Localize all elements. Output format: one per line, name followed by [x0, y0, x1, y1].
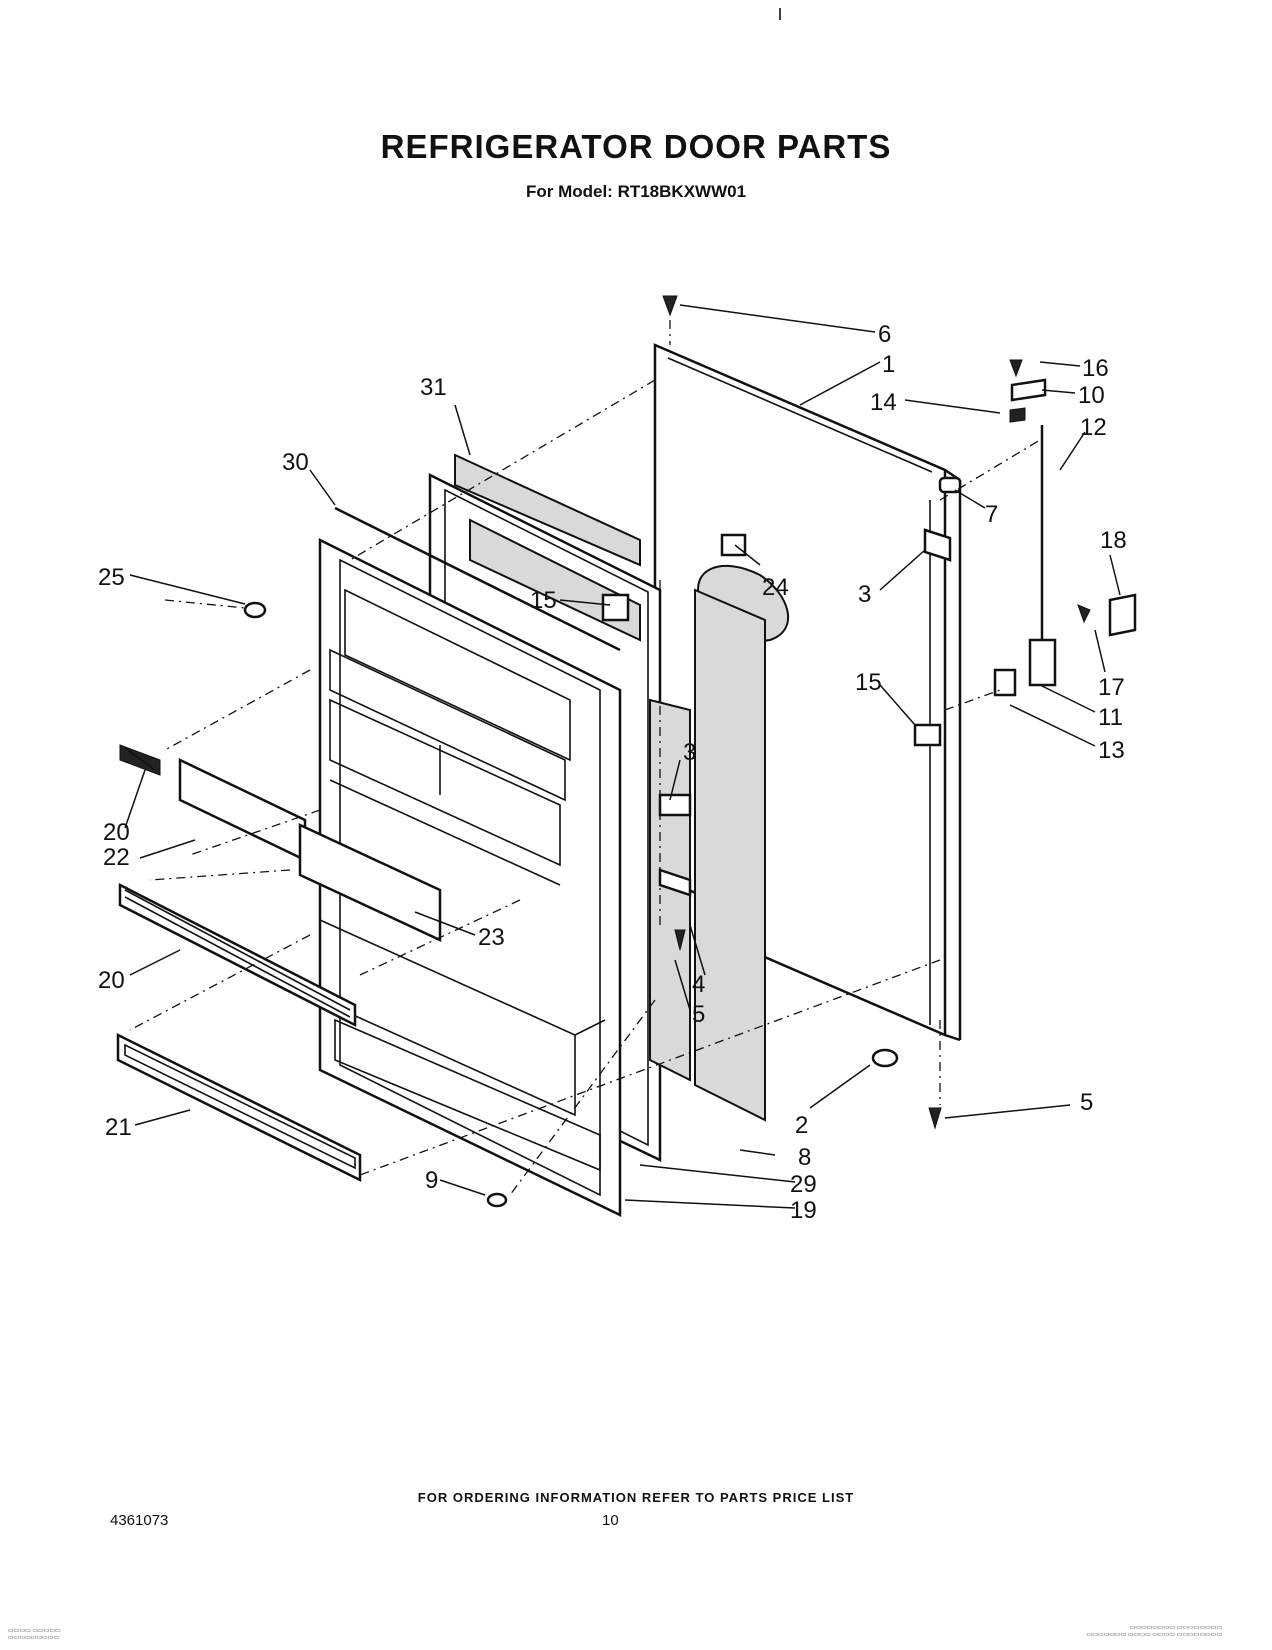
callout-11: 11	[1098, 704, 1123, 731]
fine-print-left: ▭▭▭▭ ▭▭▭▭▭▭▭▭▭▭▭▭▭▭	[8, 1628, 61, 1641]
callout-19: 19	[790, 1197, 817, 1224]
callout-6: 6	[878, 321, 891, 348]
hinge-cover	[1108, 593, 1137, 637]
callout-25: 25	[98, 564, 125, 591]
page-title: REFRIGERATOR DOOR PARTS	[380, 128, 892, 165]
dairy-door-center	[298, 823, 442, 942]
screw-top	[662, 295, 678, 317]
callout-23: 23	[478, 924, 505, 951]
callout-1: 1	[882, 351, 895, 378]
callout-22: 22	[103, 844, 130, 871]
screw-door-center	[674, 929, 686, 951]
callout-labels: 6 1 14 16 10 12 7 18 3 17 15 11 13 24 15…	[98, 321, 1127, 1224]
callout-3-left: 3	[683, 739, 696, 766]
callout-13: 13	[1098, 737, 1125, 764]
callout-4: 4	[692, 971, 705, 998]
callout-17: 17	[1098, 674, 1125, 701]
document-number: 4361073	[110, 1512, 169, 1529]
callout-15-left: 15	[530, 587, 557, 614]
callout-30: 30	[282, 449, 309, 476]
callout-2: 2	[795, 1112, 808, 1139]
model-subtitle: For Model: RT18BKXWW01	[525, 182, 747, 201]
callout-15-right: 15	[855, 669, 882, 696]
hinge-bracket	[923, 528, 952, 562]
door-stop	[871, 1048, 899, 1068]
callout-9: 9	[425, 1167, 438, 1194]
callout-5-right: 5	[1080, 1089, 1093, 1116]
callout-29: 29	[790, 1171, 817, 1198]
screw-bottom	[928, 1107, 942, 1130]
callout-20-upper: 20	[103, 819, 130, 846]
screw-left	[243, 601, 267, 619]
callout-16: 16	[1082, 355, 1109, 382]
callout-18: 18	[1100, 527, 1127, 554]
bottom-shelf-bar	[116, 1032, 362, 1183]
callout-21: 21	[105, 1114, 132, 1141]
breaker-strip	[334, 506, 621, 652]
alignment-lines	[129, 320, 1041, 1196]
callout-7: 7	[985, 501, 998, 528]
callout-12: 12	[1080, 414, 1107, 441]
callout-20-lower: 20	[98, 967, 125, 994]
hinge-plates-door	[601, 533, 942, 897]
fine-print-right: ▭▭▭▭▭▭▭▭ ▭▭▭▭▭▭▭▭▭▭▭▭▭▭▭ ▭▭▭▭ ▭▭▭▭ ▭▭▭▭▭…	[1086, 1625, 1222, 1638]
shelf-retainer-upper	[119, 744, 161, 776]
dairy-door	[178, 758, 307, 862]
hinge-pin-cap	[938, 476, 962, 494]
hinge-lower	[993, 604, 1091, 697]
ordering-note: FOR ORDERING INFORMATION REFER TO PARTS …	[417, 1490, 855, 1505]
callout-31: 31	[420, 374, 447, 401]
inner-door-liner	[318, 537, 622, 1217]
leader-lines	[124, 304, 1121, 1209]
hinge-top-screw	[1009, 359, 1047, 423]
screw-bottom-left	[486, 1192, 508, 1208]
callout-5-left: 5	[692, 1001, 705, 1028]
callout-8: 8	[798, 1144, 811, 1171]
callout-24: 24	[762, 574, 789, 601]
callout-3-right: 3	[858, 581, 871, 608]
door-liner-foam	[454, 453, 766, 1122]
page-number: 10	[602, 1512, 619, 1529]
shelf-retainer-bar	[118, 882, 357, 1028]
callout-10: 10	[1078, 382, 1105, 409]
callout-14: 14	[870, 389, 897, 416]
